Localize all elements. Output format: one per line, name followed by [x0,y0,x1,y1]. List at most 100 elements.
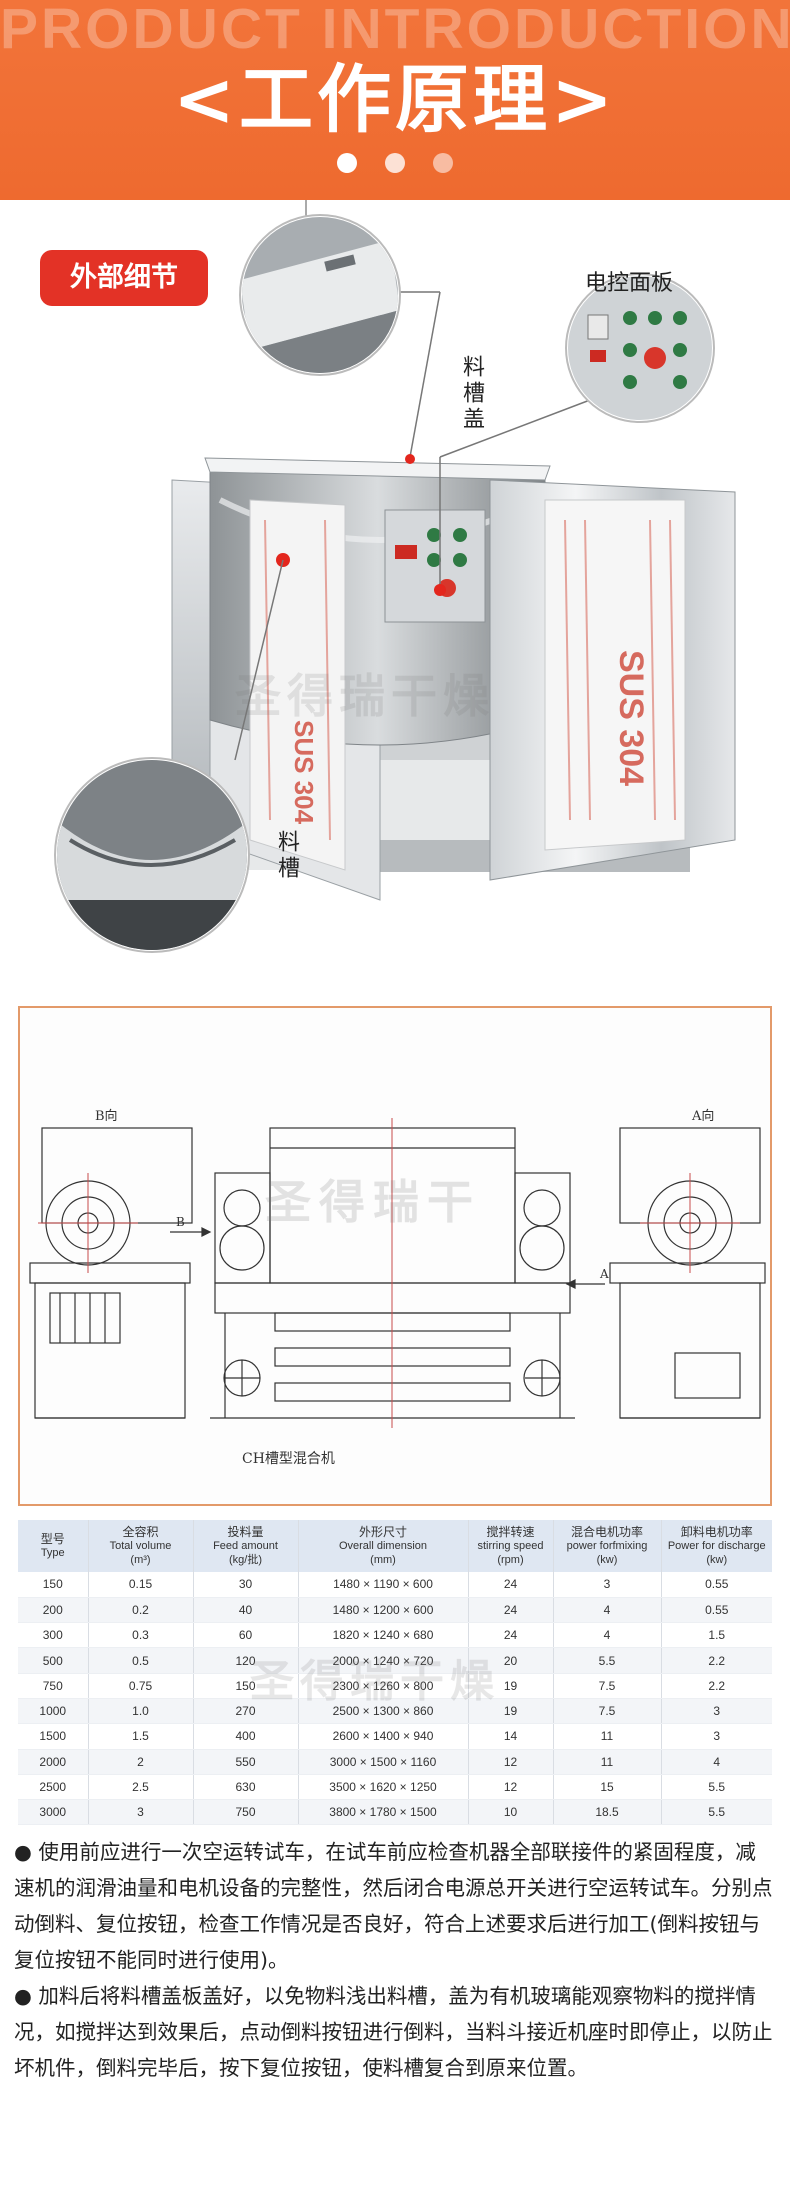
table-cell: 24 [468,1572,554,1598]
table-cell: 2600 × 1400 × 940 [298,1723,469,1750]
control-panel-label: 电控面板 [585,271,674,296]
table-cell: 24 [468,1597,554,1624]
table-cell: 4 [553,1597,662,1624]
table-cell: 1820 × 1240 × 680 [298,1622,469,1649]
table-cell: 40 [193,1597,299,1624]
table-cell: 7.5 [553,1673,662,1699]
table-cell: 24 [468,1622,554,1649]
table-cell: 0.5 [88,1647,194,1674]
header-dot [433,153,453,173]
table-cell: 1480 × 1200 × 600 [298,1597,469,1624]
table-cell: 3000 [18,1799,89,1826]
drawing-watermark: 圣得瑞干 [265,1175,481,1229]
table-cell: 3 [661,1723,772,1750]
table-cell: 270 [193,1698,299,1725]
table-cell: 14 [468,1723,554,1750]
table-cell: 3800 × 1780 × 1500 [298,1799,469,1826]
table-cell: 2500 × 1300 × 860 [298,1698,469,1725]
drawing-caption: CH槽型混合机 [242,1451,335,1467]
table-cell: 3 [661,1698,772,1725]
mixer-drawing: B向 A向 B A CH槽型混合机 圣得瑞干 [29,1108,766,1467]
instruction-paragraph: ● 加料后将料槽盖板盖好，以免物料浅出料槽，盖为有机玻璃能观察物料的搅拌情况，如… [14,1984,773,2080]
table-cell: 2000 × 1240 × 720 [298,1647,469,1674]
header-dots [0,153,790,173]
table-cell: 150 [18,1572,89,1598]
trough-lid-label: 料槽盖 [459,355,484,433]
product-photo-section: SUS 304 SUS 304 [0,200,790,990]
table-cell: 0.55 [661,1572,772,1598]
table-cell: 1.5 [661,1622,772,1649]
table-watermark: 圣得瑞干燥 [250,1656,500,1707]
table-cell: 15 [553,1774,662,1801]
table-cell: 0.15 [88,1572,194,1598]
table-cell: 11 [553,1723,662,1750]
table-cell: 3500 × 1620 × 1250 [298,1774,469,1801]
instruction-paragraph: ● 使用前应进行一次空运转试车，在试车前应检查机器全部联接件的紧固程度，减速机的… [14,1840,773,1972]
header-dot [337,153,357,173]
table-cell: 5.5 [661,1774,772,1801]
table-cell: 3 [553,1572,662,1598]
table-cell: 1.5 [88,1723,194,1750]
table-cell: 0.2 [88,1597,194,1624]
table-cell: 10 [468,1799,554,1826]
view-b-label: B向 [95,1108,118,1124]
table-cell: 2 [88,1749,194,1775]
table-cell: 3 [88,1799,194,1826]
table-cell: 400 [193,1723,299,1750]
table-cell: 0.3 [88,1622,194,1649]
header-dot [385,153,405,173]
table-cell: 2.2 [661,1673,772,1699]
section-title: <工作原理> [172,57,617,143]
technical-drawing: B向 A向 B A CH槽型混合机 圣得瑞干 [18,1006,772,1506]
table-cell: 5.5 [661,1799,772,1826]
table-cell: 18.5 [553,1799,662,1826]
header-watermark: PRODUCT INTRODUCTION [0,0,790,61]
table-cell: 1500 [18,1723,89,1750]
table-cell: 0.75 [88,1673,194,1699]
plate-text-right: SUS 304 [612,650,650,786]
table-cell: 2500 [18,1774,89,1801]
table-cell: 630 [193,1774,299,1801]
table-cell: 11 [553,1749,662,1775]
photo-watermark: 圣得瑞干燥 [235,669,495,723]
table-cell: 750 [193,1799,299,1826]
table-cell: 4 [661,1749,772,1775]
trough-label: 料槽 [274,830,299,882]
table-cell: 300 [18,1622,89,1649]
table-cell: 19 [468,1698,554,1725]
table-cell: 200 [18,1597,89,1624]
table-cell: 2.2 [661,1647,772,1674]
exterior-detail-badge: 外部细节 [40,250,208,306]
table-cell: 30 [193,1572,299,1598]
table-cell: 1.0 [88,1698,194,1725]
table-cell: 500 [18,1647,89,1674]
table-cell: 5.5 [553,1647,662,1674]
table-cell: 3000 × 1500 × 1160 [298,1749,469,1775]
arrow-b-label: B [176,1215,185,1229]
table-cell: 1480 × 1190 × 600 [298,1572,469,1598]
table-cell: 4 [553,1622,662,1649]
table-cell: 0.55 [661,1597,772,1624]
section-header: PRODUCT INTRODUCTION <工作原理> [0,0,790,200]
table-cell: 12 [468,1749,554,1775]
table-cell: 20 [468,1647,554,1674]
plate-text-left: SUS 304 [289,720,319,825]
table-cell: 60 [193,1622,299,1649]
table-cell: 2.5 [88,1774,194,1801]
